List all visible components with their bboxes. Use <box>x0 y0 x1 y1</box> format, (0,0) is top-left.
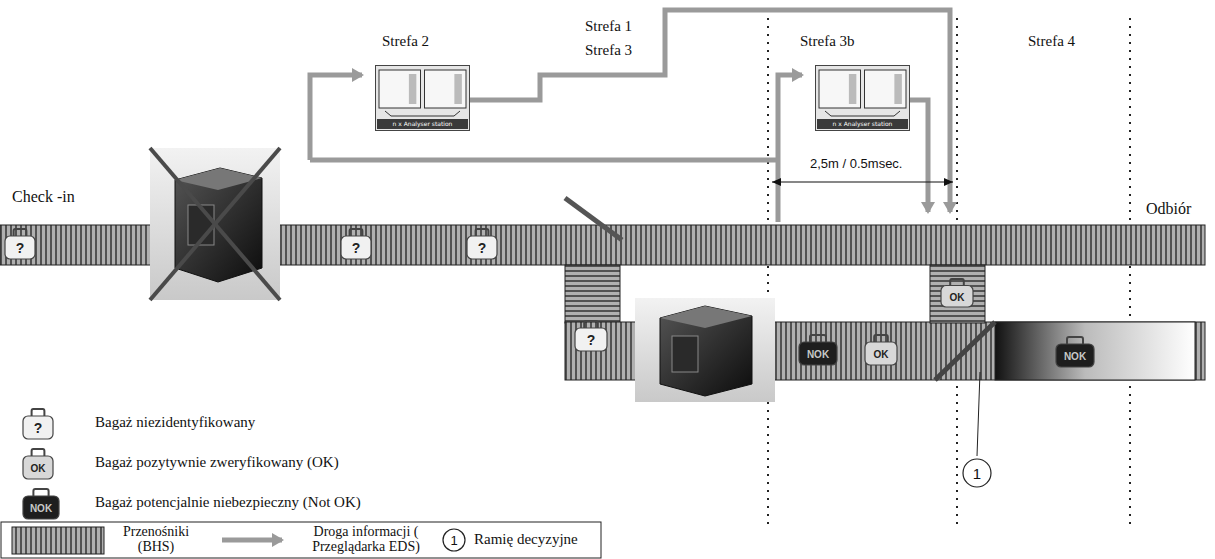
baggage-status: ? <box>574 328 608 352</box>
station-caption: n x Analyser station <box>815 120 910 128</box>
callout-number: 1 <box>962 458 992 488</box>
legend-text: Droga informacji ( Przeglądarka EDS) <box>296 524 436 554</box>
callout-circle: 1 <box>962 458 992 488</box>
baggage-icon: ? <box>466 228 498 260</box>
dimension-label: 2,5m / 0.5msec. <box>808 156 904 171</box>
baggage-icon: ? <box>4 228 36 260</box>
baggage-icon: OK <box>864 334 898 366</box>
dimension-line <box>772 181 953 182</box>
removed-scanner <box>150 148 280 300</box>
information-path <box>310 10 950 222</box>
legend-conveyor-sample <box>12 527 104 554</box>
decision-arm <box>935 322 995 380</box>
eds-scanner <box>635 298 775 402</box>
baggage-status: OK <box>864 342 898 366</box>
baggage-status: NOK <box>22 496 60 520</box>
baggage-status: ? <box>22 416 54 440</box>
legend-text: Bagaż potencjalnie niebezpieczny (Not OK… <box>95 494 361 511</box>
legend-text: Bagaż niezidentyfikowany <box>95 414 255 431</box>
legend-text: Przenośniki (BHS) <box>112 524 200 554</box>
callout-number: 1 <box>442 528 466 552</box>
analyser-station: n x Analyser station <box>815 65 910 131</box>
analyser-station: n x Analyser station <box>375 65 470 131</box>
zone-label: Strefa 3b <box>800 33 855 50</box>
baggage-status: NOK <box>798 342 838 366</box>
baggage-icon: ? <box>574 320 608 352</box>
leader-line <box>977 372 980 456</box>
baggage-icon: ? <box>340 228 372 260</box>
station-label: Odbiór <box>1146 200 1191 218</box>
zone-label: Strefa 3 <box>585 42 632 59</box>
baggage-status: OK <box>22 456 54 480</box>
baggage-status: ? <box>340 236 372 260</box>
baggage-icon: NOK <box>1055 336 1095 368</box>
baggage-icon: ? <box>22 408 54 440</box>
baggage-icon: NOK <box>22 488 60 520</box>
legend-text: Ramię decyzyjne <box>474 531 578 548</box>
diverter <box>565 198 622 240</box>
zone-label: Strefa 2 <box>382 33 429 50</box>
baggage-icon: NOK <box>798 334 838 366</box>
legend-text: Bagaż pozytywnie zweryfikowany (OK) <box>95 454 339 471</box>
baggage-icon: OK <box>940 278 974 308</box>
station-label: Check -in <box>12 188 75 206</box>
callout-circle: 1 <box>442 528 466 552</box>
baggage-status: NOK <box>1055 344 1095 368</box>
station-caption: n x Analyser station <box>375 120 470 128</box>
legend-path-sample <box>222 538 282 543</box>
baggage-status: ? <box>4 236 36 260</box>
zone-label: Strefa 4 <box>1028 33 1075 50</box>
zone-label: Strefa 1 <box>585 18 632 35</box>
baggage-status: OK <box>940 286 974 308</box>
baggage-icon: OK <box>22 448 54 480</box>
baggage-status: ? <box>466 236 498 260</box>
legend-frame <box>1 522 601 558</box>
reject-zone <box>995 322 1195 380</box>
